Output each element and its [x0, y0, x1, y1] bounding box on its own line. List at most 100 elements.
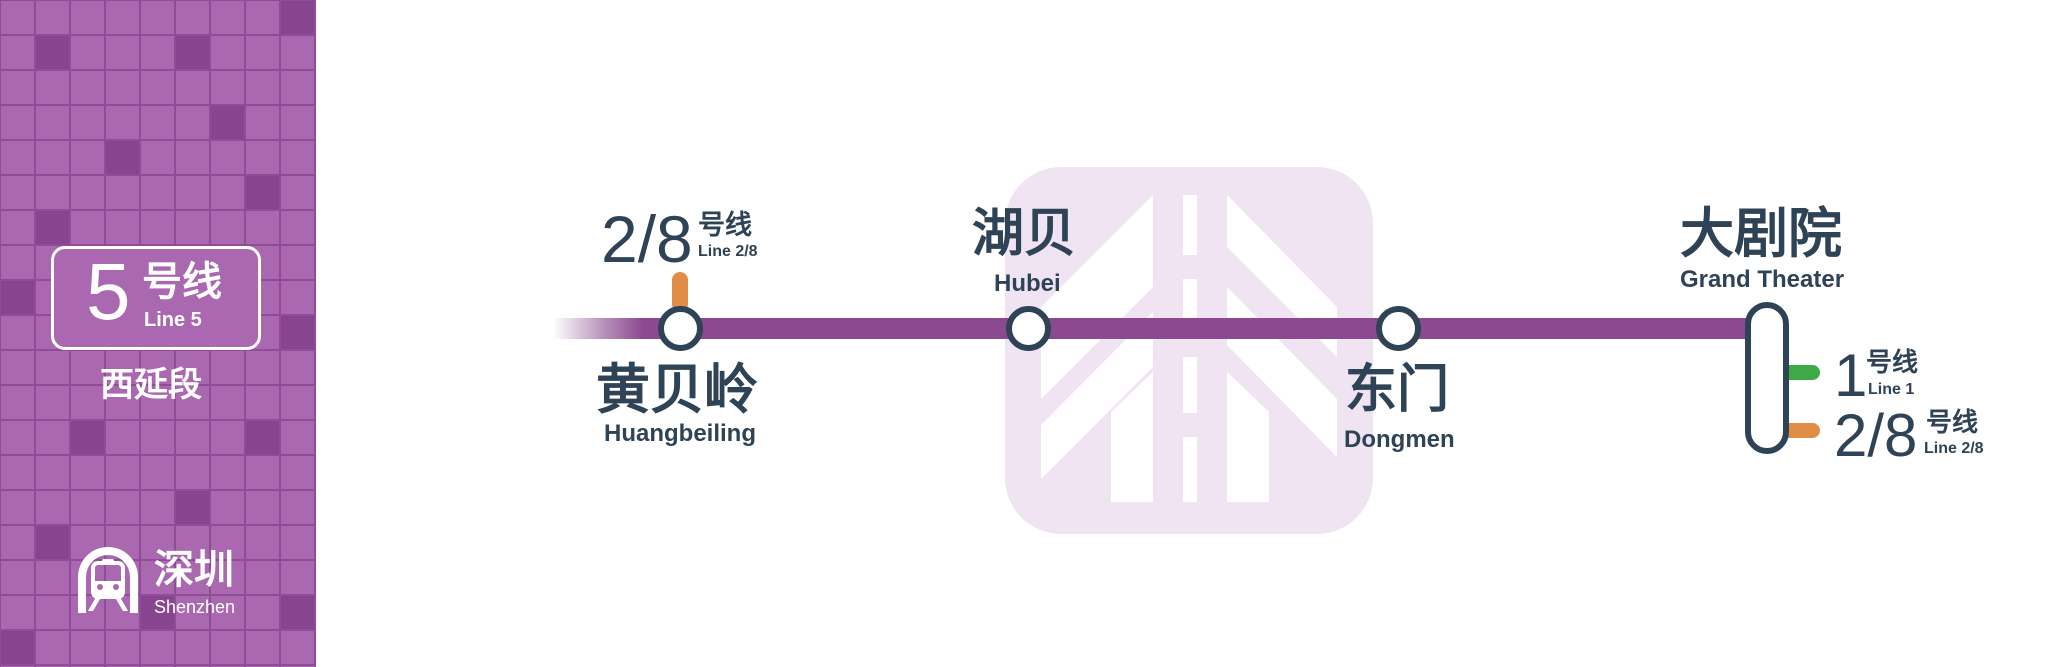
tile: [281, 561, 314, 594]
tile: [246, 176, 279, 209]
tile: [211, 596, 244, 629]
city-name-cn: 深圳: [154, 546, 234, 593]
tile: [141, 631, 174, 664]
tile: [1, 106, 34, 139]
tile: [176, 491, 209, 524]
tile: [106, 71, 139, 104]
tile: [281, 36, 314, 69]
tile: [176, 141, 209, 174]
tile: [211, 491, 244, 524]
station-marker-grand-theater[interactable]: [1745, 302, 1789, 454]
tile: [246, 36, 279, 69]
tile: [36, 176, 69, 209]
tile: [281, 631, 314, 664]
tile: [141, 596, 174, 629]
tile: [141, 491, 174, 524]
tile: [211, 351, 244, 384]
tile: [176, 526, 209, 559]
metro-watermark-icon: [1005, 167, 1373, 534]
tile: [176, 421, 209, 454]
tile: [176, 176, 209, 209]
tile: [281, 246, 314, 279]
tile: [281, 1, 314, 34]
transfer-number: 2/8: [1834, 402, 1918, 469]
line-number: 5: [86, 247, 131, 336]
tile: [71, 1, 104, 34]
station-name-cn: 湖贝: [972, 203, 1077, 264]
tile: [106, 456, 139, 489]
tile: [36, 211, 69, 244]
tile: [106, 1, 139, 34]
tile: [211, 421, 244, 454]
tile: [1, 176, 34, 209]
tile: [141, 71, 174, 104]
tile: [246, 386, 279, 419]
tile: [176, 211, 209, 244]
tile: [211, 1, 244, 34]
tile: [71, 386, 104, 419]
city-name-en: Shenzhen: [154, 597, 236, 617]
tile: [106, 36, 139, 69]
tile: [176, 36, 209, 69]
station-name-en: Huangbeiling: [604, 420, 756, 447]
transfer-label-cn: 号线: [1866, 348, 1919, 378]
tile: [141, 351, 174, 384]
tile: [71, 176, 104, 209]
tile: [1, 526, 34, 559]
tile: [141, 386, 174, 419]
tile: [1, 211, 34, 244]
tile: [246, 1, 279, 34]
tile: [211, 456, 244, 489]
tile: [106, 176, 139, 209]
tile: [36, 526, 69, 559]
tile: [36, 386, 69, 419]
tile: [211, 631, 244, 664]
tile: [71, 211, 104, 244]
station-marker-dongmen[interactable]: [1376, 306, 1421, 351]
tile: [246, 491, 279, 524]
tile: [176, 596, 209, 629]
tile: [246, 596, 279, 629]
transfer-label-cn: 号线: [698, 210, 752, 241]
tile: [281, 106, 314, 139]
tile: [281, 351, 314, 384]
tile: [141, 456, 174, 489]
tile: [246, 561, 279, 594]
tile: [246, 526, 279, 559]
tile: [36, 561, 69, 594]
tile: [106, 421, 139, 454]
tile: [106, 491, 139, 524]
tile: [246, 71, 279, 104]
station-name-cn: 东门: [1345, 359, 1450, 420]
tile: [246, 631, 279, 664]
tile: [141, 141, 174, 174]
tile: [106, 631, 139, 664]
tile: [211, 141, 244, 174]
tile: [176, 631, 209, 664]
tile: [211, 386, 244, 419]
tile: [106, 141, 139, 174]
transfer-number: 2/8: [601, 202, 693, 276]
tile: [141, 211, 174, 244]
tile: [281, 71, 314, 104]
tile: [176, 106, 209, 139]
tile: [36, 106, 69, 139]
tile: [281, 281, 314, 314]
tile: [246, 351, 279, 384]
tile: [1, 631, 34, 664]
tile: [141, 36, 174, 69]
tile: [141, 1, 174, 34]
tile: [281, 141, 314, 174]
line-label-en: Line 5: [144, 309, 202, 331]
tile: [1, 71, 34, 104]
station-name-en: Dongmen: [1344, 426, 1455, 453]
station-marker-huangbeiling[interactable]: [658, 306, 703, 351]
tile: [211, 526, 244, 559]
tile: [176, 351, 209, 384]
tile: [281, 456, 314, 489]
station-name-cn: 黄贝岭: [596, 357, 758, 421]
tile: [246, 141, 279, 174]
station-marker-hubei[interactable]: [1006, 306, 1051, 351]
tile: [36, 456, 69, 489]
station-name-en: Hubei: [994, 270, 1061, 297]
